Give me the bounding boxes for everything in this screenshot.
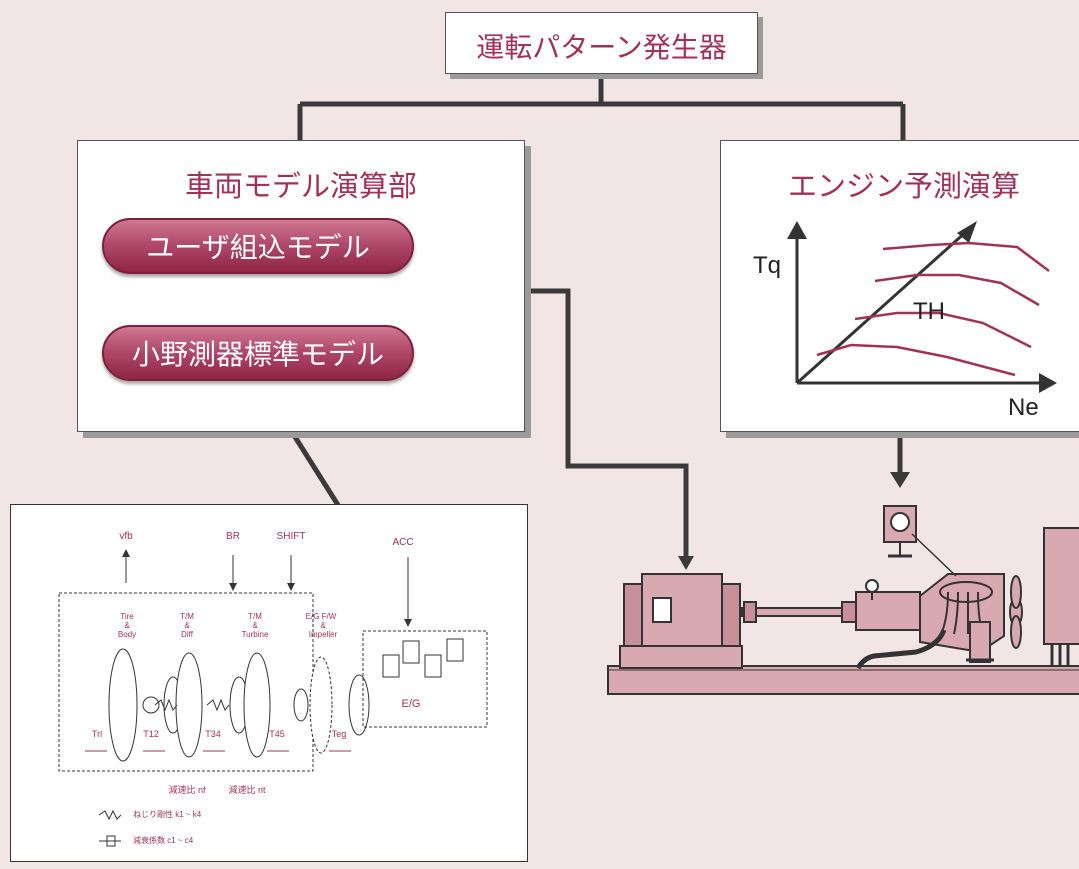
vehicle-model-box: 車両モデル演算部	[77, 140, 525, 432]
x-axis-arrowhead	[1039, 373, 1057, 393]
dynamometer-window	[652, 597, 672, 623]
bench-base	[607, 665, 1079, 695]
svg-text:&: &	[320, 621, 326, 630]
exhaust-pipe	[855, 628, 947, 670]
label-br: BR	[226, 531, 240, 542]
svg-text:E/G F/W: E/G F/W	[306, 612, 337, 621]
throttle-arrow	[796, 229, 968, 385]
svg-text:減速比 nt: 減速比 nt	[228, 784, 266, 795]
torque-curve-2	[874, 273, 1040, 307]
torque-curve-1	[882, 241, 1050, 272]
standard-model-button[interactable]: 小野測器標準モデル	[102, 325, 414, 381]
engine-boundary	[362, 630, 488, 728]
svg-text:T34: T34	[205, 729, 221, 739]
curve-label: TH	[913, 298, 945, 325]
vehicle-model-title: 車両モデル演算部	[184, 169, 417, 203]
user-model-button[interactable]: ユーザ組込モデル	[102, 218, 414, 274]
radiator	[1043, 527, 1079, 645]
label-acc: ACC	[392, 537, 413, 548]
label-eg: E/G	[402, 698, 421, 710]
svg-text:&: &	[124, 621, 130, 630]
dynamometer-foot	[619, 645, 743, 669]
label-shift: SHIFT	[277, 531, 306, 542]
x-axis-label: Ne	[1008, 394, 1039, 421]
throttle-arrowhead	[957, 221, 977, 243]
svg-text:&: &	[252, 621, 258, 630]
drivetrain-diagram: vfb BR SHIFT ACC Tire&Body T/M&Diff T/M&…	[58, 531, 488, 847]
svg-text:Teg: Teg	[332, 729, 347, 739]
svg-text:Tire: Tire	[120, 612, 134, 621]
svg-text:Diff: Diff	[181, 630, 194, 639]
svg-text:減速比 nf: 減速比 nf	[168, 784, 206, 795]
pattern-generator-title: 運転パターン発生器	[476, 31, 727, 64]
engine-prediction-title: エンジン予測演算	[787, 169, 1020, 203]
pattern-generator-box: 運転パターン発生器	[445, 12, 758, 74]
svg-text:T45: T45	[269, 729, 285, 739]
y-axis-label: Tq	[753, 252, 781, 279]
torque-chart: Tq TH Ne	[753, 221, 1057, 421]
y-axis-arrowhead	[787, 221, 807, 239]
label-vfb: vfb	[119, 531, 133, 542]
svg-text:減衰係数 c1 ~ c4: 減衰係数 c1 ~ c4	[133, 835, 194, 845]
torque-curve-4	[816, 343, 1016, 377]
drivetrain-diagram-box: vfb BR SHIFT ACC Tire&Body T/M&Diff T/M&…	[10, 504, 528, 862]
svg-text:Impeller: Impeller	[309, 630, 338, 639]
svg-text:T/M: T/M	[180, 612, 194, 621]
svg-text:T/M: T/M	[248, 612, 262, 621]
svg-text:Turbine: Turbine	[242, 630, 269, 639]
svg-text:&: &	[184, 621, 190, 630]
engine-prediction-box: エンジン予測演算 Tq TH Ne	[720, 140, 1079, 432]
torque-curve-3	[854, 311, 1032, 349]
svg-text:Body: Body	[118, 630, 136, 639]
svg-text:ねじり剛性 k1 ~ k4: ねじり剛性 k1 ~ k4	[133, 809, 202, 819]
svg-text:Trl: Trl	[92, 729, 102, 739]
svg-text:T12: T12	[143, 729, 159, 739]
